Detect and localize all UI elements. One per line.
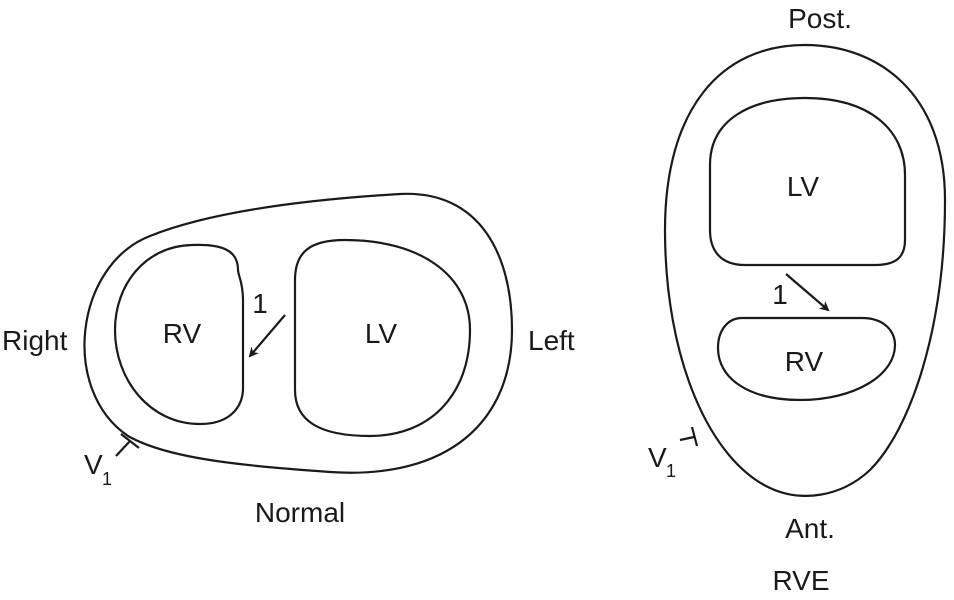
rve-caption: RVE — [772, 565, 829, 596]
rve-v1-marker-tick — [690, 426, 699, 447]
normal-v1-marker-tick — [120, 433, 140, 449]
rve-v1-lead-label: V — [648, 442, 667, 473]
rve-rv-cavity — [716, 316, 897, 402]
rve-heart-diagram: Post. LV 1 RV Ant. RVE V 1 — [648, 3, 947, 596]
normal-rv-label: RV — [163, 318, 202, 349]
normal-heart-diagram: RV LV 1 Right Left Normal V 1 — [2, 192, 575, 528]
normal-v1-marker-stem — [115, 440, 131, 457]
normal-vector-label: 1 — [252, 288, 268, 319]
normal-lv-cavity — [293, 238, 472, 438]
rve-v1-marker-stem — [679, 435, 695, 442]
normal-v1-lead-subscript: 1 — [102, 469, 112, 489]
rve-vector-label: 1 — [772, 279, 788, 310]
rve-outer-outline — [663, 43, 947, 497]
normal-caption: Normal — [255, 497, 345, 528]
normal-rv-cavity — [113, 243, 245, 426]
rve-lv-cavity — [708, 96, 907, 267]
rve-vector-arrow — [785, 273, 830, 312]
normal-outer-outline — [83, 192, 514, 474]
normal-v1-lead-label: V — [84, 449, 103, 480]
rve-lv-label: LV — [787, 171, 819, 202]
rve-v1-lead-subscript: 1 — [666, 461, 676, 481]
normal-vector-arrow — [248, 314, 286, 358]
rve-anterior-label: Ant. — [785, 513, 835, 544]
normal-lv-label: LV — [365, 318, 397, 349]
normal-right-label: Right — [2, 325, 68, 356]
rve-posterior-label: Post. — [788, 3, 852, 34]
normal-left-label: Left — [528, 325, 575, 356]
rve-rv-label: RV — [785, 346, 824, 377]
